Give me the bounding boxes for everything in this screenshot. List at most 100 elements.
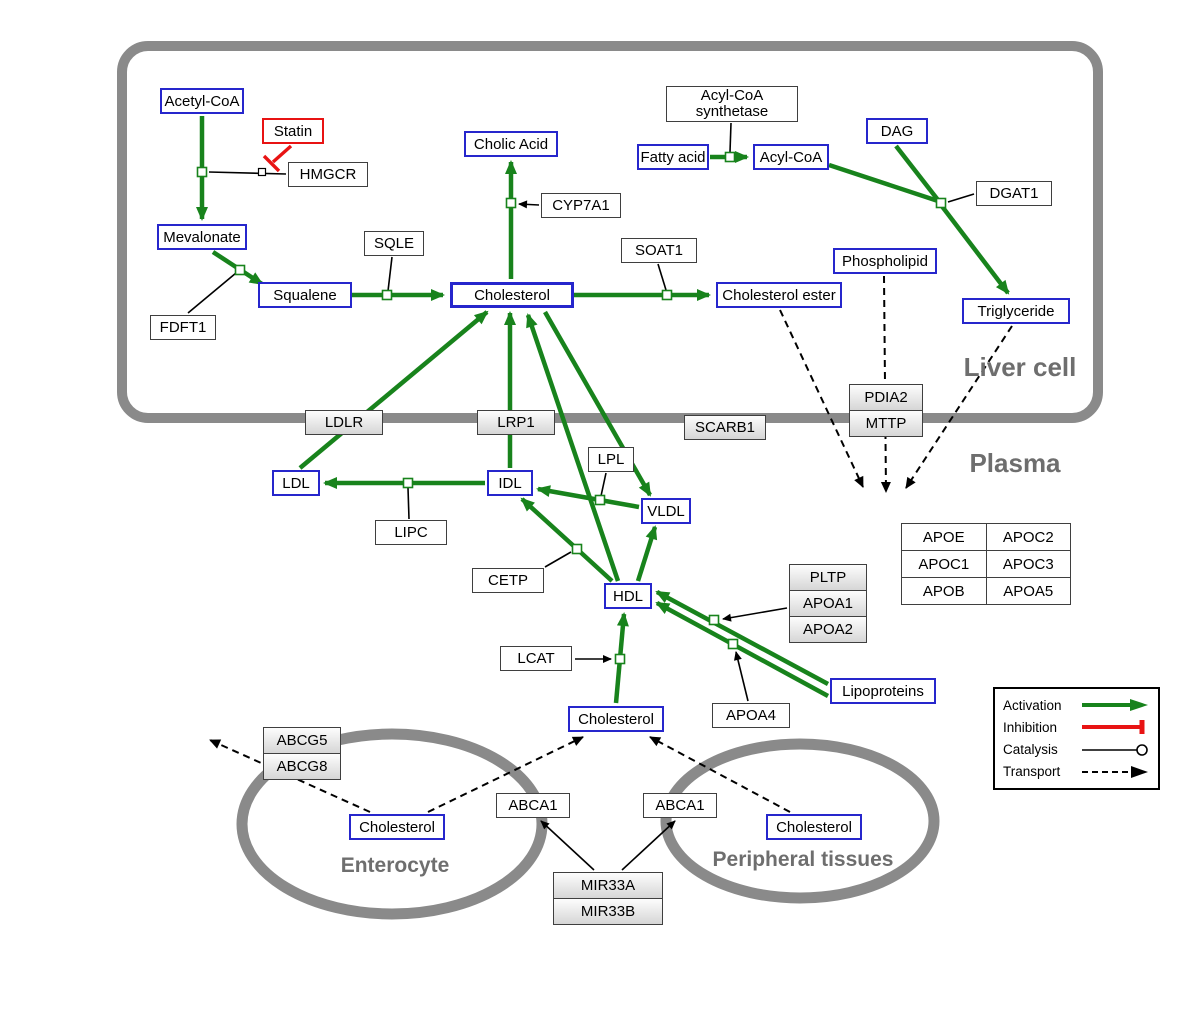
node-soat1[interactable]: SOAT1 xyxy=(621,238,697,263)
reaction-node-apoa4 xyxy=(727,638,739,650)
edge-triglyceride-to-plasma xyxy=(905,325,1013,489)
node-acetyl-coa[interactable]: Acetyl-CoA xyxy=(160,88,244,114)
node-pltp-apoa-group: PLTP APOA1 APOA2 xyxy=(789,564,867,643)
legend-inhibition-label: Inhibition xyxy=(1003,719,1058,735)
node-triglyceride[interactable]: Triglyceride xyxy=(962,298,1070,324)
edge-cyp7a1-catalysis xyxy=(518,200,540,209)
reaction-node-squares xyxy=(196,151,947,665)
liver-cell-label: Liver cell xyxy=(963,352,1077,382)
node-ldl[interactable]: LDL xyxy=(272,470,320,496)
node-apoa5[interactable]: APOA5 xyxy=(985,578,1070,604)
node-acyl-coa-synthetase[interactable]: Acyl-CoA synthetase xyxy=(666,86,798,122)
node-mevalonate[interactable]: Mevalonate xyxy=(157,224,247,250)
inhibition-tbar-icon xyxy=(1082,720,1145,735)
node-cyp7a1[interactable]: CYP7A1 xyxy=(541,193,621,218)
reaction-node-lpl xyxy=(594,494,606,506)
node-abcg8[interactable]: ABCG8 xyxy=(264,753,340,779)
statin-anchor-square xyxy=(257,167,267,177)
edge-hdl-to-vldl xyxy=(635,525,658,582)
reaction-node-acylcoa-synthetase xyxy=(724,151,736,163)
edge-pltp-group-catalysis xyxy=(722,607,788,622)
node-cholic-acid[interactable]: Cholic Acid xyxy=(464,131,558,157)
edge-fdft1-catalysis xyxy=(187,272,237,314)
node-ldlr[interactable]: LDLR xyxy=(305,410,383,435)
edge-mir33-to-abca1-right xyxy=(621,820,676,871)
node-pdia2[interactable]: PDIA2 xyxy=(850,385,922,410)
node-apoe[interactable]: APOE xyxy=(902,524,986,550)
edge-lipc-catalysis xyxy=(407,487,410,520)
node-sqle[interactable]: SQLE xyxy=(364,231,424,256)
node-dgat1[interactable]: DGAT1 xyxy=(976,181,1052,206)
legend-activation-label: Activation xyxy=(1003,697,1062,713)
apo-table-row: APOB APOA5 xyxy=(902,577,1070,604)
edge-hmgcr-catalysis xyxy=(208,171,287,175)
node-cetp[interactable]: CETP xyxy=(472,568,544,593)
node-apoa2[interactable]: APOA2 xyxy=(790,616,866,642)
node-abca1-right[interactable]: ABCA1 xyxy=(643,793,717,818)
edge-dgat1-catalysis xyxy=(947,193,975,203)
node-dag[interactable]: DAG xyxy=(866,118,928,144)
node-mir33b[interactable]: MIR33B xyxy=(554,898,662,924)
node-apoc1[interactable]: APOC1 xyxy=(902,551,986,577)
liver-cell-outline xyxy=(117,41,1103,423)
node-cholesterol-plasma[interactable]: Cholesterol xyxy=(568,706,664,732)
reaction-node-sqle xyxy=(381,289,393,301)
node-cholesterol-liver[interactable]: Cholesterol xyxy=(450,282,574,308)
edge-cetp-catalysis xyxy=(544,551,572,568)
peripheral-tissues-label: Peripheral tissues xyxy=(712,848,894,871)
node-apob[interactable]: APOB xyxy=(902,578,986,604)
node-lipoproteins[interactable]: Lipoproteins xyxy=(830,678,936,704)
activation-arrow-icon xyxy=(1082,699,1148,712)
node-mir33-group: MIR33A MIR33B xyxy=(553,872,663,925)
reaction-node-pltp xyxy=(708,614,720,626)
node-lrp1[interactable]: LRP1 xyxy=(477,410,555,435)
node-lipc[interactable]: LIPC xyxy=(375,520,447,545)
node-apoc2[interactable]: APOC2 xyxy=(985,524,1070,550)
node-abcg-group: ABCG5 ABCG8 xyxy=(263,727,341,780)
edge-cholesterolester-to-plasma xyxy=(779,309,864,488)
apo-table-row: APOC1 APOC3 xyxy=(902,550,1070,577)
node-hdl[interactable]: HDL xyxy=(604,583,652,609)
enterocyte-label: Enterocyte xyxy=(340,854,450,877)
node-fdft1[interactable]: FDFT1 xyxy=(150,315,216,340)
node-acyl-coa[interactable]: Acyl-CoA xyxy=(753,144,829,170)
reaction-node-dgat1 xyxy=(935,197,947,209)
node-abca1-left[interactable]: ABCA1 xyxy=(496,793,570,818)
legend-transport-row: Transport xyxy=(1003,761,1150,783)
apo-table-row: APOE APOC2 xyxy=(902,524,1070,550)
node-mir33a[interactable]: MIR33A xyxy=(554,873,662,898)
legend-box: Activation Inhibition Catalysis Transpor… xyxy=(993,687,1160,790)
node-statin[interactable]: Statin xyxy=(262,118,324,144)
node-abcg5[interactable]: ABCG5 xyxy=(264,728,340,753)
node-squalene[interactable]: Squalene xyxy=(258,282,352,308)
legend-catalysis-row: Catalysis xyxy=(1003,739,1150,761)
node-lpl[interactable]: LPL xyxy=(588,447,634,472)
acyl-coa-synthetase-line1: Acyl-CoA xyxy=(700,87,764,104)
node-cholesterol-peripheral[interactable]: Cholesterol xyxy=(766,814,862,840)
edge-sqle-catalysis xyxy=(387,256,393,292)
edge-dag-to-dgat-node xyxy=(894,144,940,202)
node-apoc3[interactable]: APOC3 xyxy=(985,551,1070,577)
node-cholesterol-enterocyte[interactable]: Cholesterol xyxy=(349,814,445,840)
node-vldl[interactable]: VLDL xyxy=(641,498,691,524)
edge-dgat-node-to-triglyceride xyxy=(939,203,1010,295)
edge-ldl-to-liver-cholesterol xyxy=(298,310,489,470)
node-scarb1[interactable]: SCARB1 xyxy=(684,415,766,440)
node-apoa4[interactable]: APOA4 xyxy=(712,703,790,728)
node-phospholipid[interactable]: Phospholipid xyxy=(833,248,937,274)
node-idl[interactable]: IDL xyxy=(487,470,533,496)
node-fatty-acid[interactable]: Fatty acid xyxy=(637,144,709,170)
node-apolipoprotein-table: APOE APOC2 APOC1 APOC3 APOB APOA5 xyxy=(901,523,1071,605)
node-lcat[interactable]: LCAT xyxy=(500,646,572,671)
reaction-node-hmgcr xyxy=(196,166,208,178)
peripheral-tissues-outline xyxy=(660,738,940,904)
node-apoa1[interactable]: APOA1 xyxy=(790,590,866,616)
reaction-node-lipc xyxy=(402,477,414,489)
catalysis-edges xyxy=(187,122,975,871)
node-mttp[interactable]: MTTP xyxy=(850,410,922,436)
inhibition-edge-statin xyxy=(262,144,293,173)
node-hmgcr[interactable]: HMGCR xyxy=(288,162,368,187)
reaction-node-soat1 xyxy=(661,289,673,301)
node-pltp[interactable]: PLTP xyxy=(790,565,866,590)
node-cholesterol-ester[interactable]: Cholesterol ester xyxy=(716,282,842,308)
